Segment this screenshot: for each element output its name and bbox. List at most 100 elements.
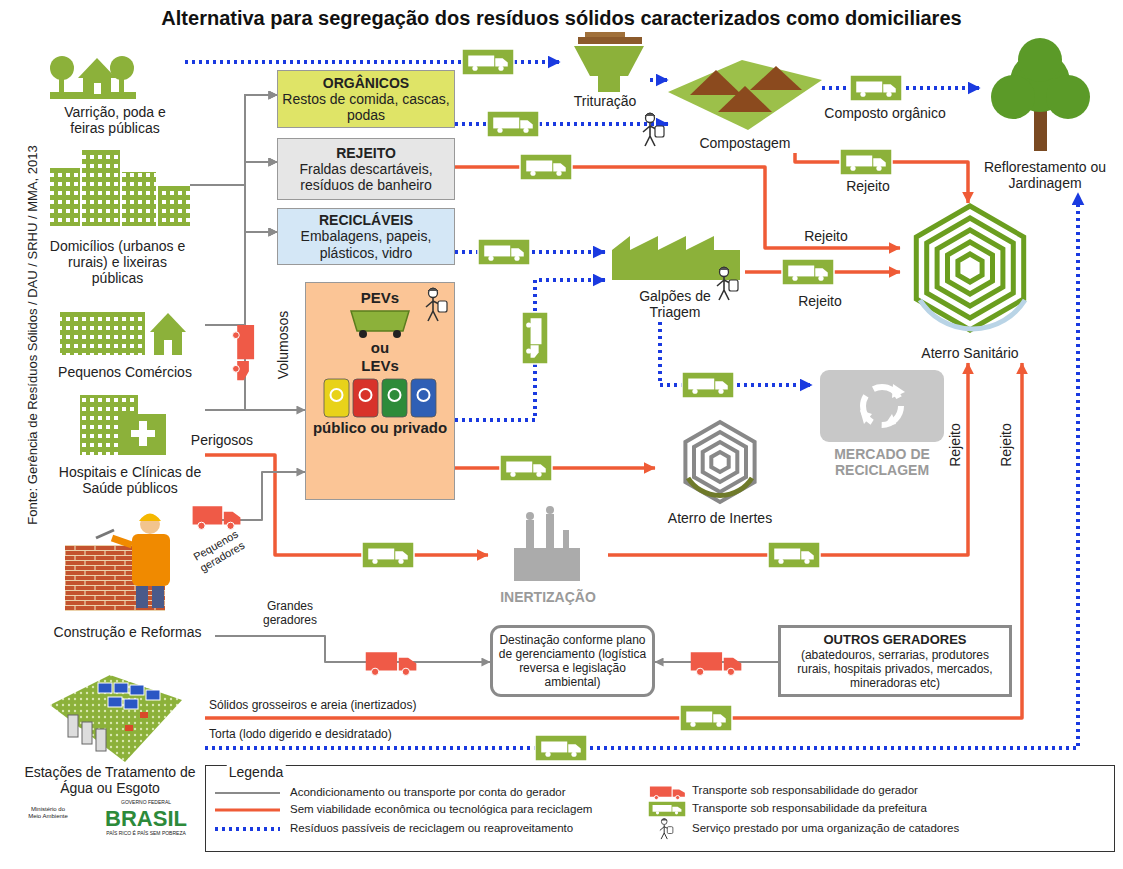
generator-truck	[676, 796, 680, 800]
city-truck	[692, 389, 697, 394]
city-truck	[682, 372, 734, 398]
treatment-plant-icon	[125, 725, 133, 731]
construction-icon	[136, 586, 148, 608]
bins-icon	[418, 389, 430, 401]
generator-truck	[727, 668, 734, 675]
treatment-plant-icon	[114, 683, 128, 693]
city-truck	[487, 111, 539, 137]
city-truck	[545, 752, 550, 757]
construction-icon	[96, 530, 114, 538]
warehouse-icon	[612, 236, 740, 280]
note-label: Legenda	[227, 764, 286, 780]
inertization-icon	[526, 512, 534, 520]
waste-picker-icon	[643, 113, 664, 146]
city-truck	[535, 735, 587, 761]
flow-connector	[205, 162, 277, 410]
city-truck	[362, 542, 414, 568]
legend-frame	[215, 809, 280, 812]
city-truck	[553, 163, 565, 171]
flow-connector	[455, 466, 655, 470]
sweeping-icon	[78, 58, 116, 78]
city-truck	[526, 348, 531, 353]
city-truck	[850, 75, 902, 101]
homes-icon	[122, 172, 156, 226]
city-truck	[690, 722, 695, 727]
construction-icon	[65, 514, 170, 612]
city-truck	[648, 801, 686, 817]
city-truck	[478, 239, 530, 265]
city-truck	[395, 551, 407, 559]
waste-picker-icon	[729, 280, 738, 291]
waste-picker-icon	[661, 819, 667, 825]
box-text: LEVs	[361, 357, 399, 375]
box-heading: RECICLÁVEIS	[282, 212, 450, 228]
city-truck	[568, 744, 580, 752]
city-truck	[362, 542, 414, 568]
city-truck	[850, 166, 855, 171]
generator-truck	[233, 325, 255, 380]
city-truck	[840, 149, 892, 175]
inertization-icon	[546, 514, 554, 548]
tree-icon	[1018, 38, 1062, 82]
landfill-icon	[685, 206, 1025, 502]
city-truck	[788, 266, 814, 277]
process-box: ORGÂNICOSRestos de comida, cascas, podas	[277, 70, 455, 128]
city-truck	[487, 111, 539, 137]
construction-icon	[132, 534, 170, 586]
legend-text: Transporte sob responsabilidade da prefe…	[692, 802, 927, 816]
compost-icon	[668, 60, 822, 130]
hospital-icon	[80, 395, 166, 455]
city-truck	[680, 705, 732, 731]
sweeping-icon	[83, 78, 111, 94]
city-truck	[500, 455, 552, 481]
flow-connector	[455, 280, 605, 420]
city-truck	[526, 161, 552, 172]
edge-label: Sólidos grosseiros e areia (inertizados)	[207, 699, 418, 713]
legend-frame	[206, 766, 1115, 852]
node-label: Domicílios (urbanos e rurais) e lixeiras…	[48, 238, 188, 286]
process-box: REJEITOFraldas descartáveis, resíduos de…	[277, 138, 455, 200]
edge-label: Rejeito	[802, 228, 850, 244]
process-box: RECICLÁVEISEmbalagens, papeis, plásticos…	[277, 208, 455, 265]
container-icon	[349, 307, 411, 339]
container-icon	[393, 330, 401, 338]
city-truck	[506, 462, 532, 473]
flow-connector	[608, 363, 968, 555]
city-truck	[511, 248, 523, 256]
city-truck	[536, 472, 541, 477]
waste-picker-icon	[429, 289, 438, 298]
flow-connector	[190, 95, 277, 185]
city-truck	[500, 455, 552, 481]
labeled-icon: Estações de Tratamento de Água ou Esgoto	[15, 672, 205, 798]
sweeping-icon	[94, 83, 101, 94]
treatment-plant-icon	[146, 690, 160, 700]
city-truck	[520, 120, 532, 128]
labeled-icon: INERTIZAÇÃO	[488, 512, 608, 607]
node-label: Galpões de Triagem	[625, 288, 725, 320]
city-truck	[675, 811, 678, 814]
note-label: GOVERNO FEDERAL	[119, 800, 173, 806]
box-text: Destinação conforme plano de gerenciamen…	[498, 633, 647, 690]
legend-frame	[206, 766, 1115, 852]
waste-picker-icon	[421, 286, 451, 324]
recycling-market-icon	[820, 370, 944, 442]
tree-icon	[991, 75, 1035, 119]
box-text: público ou privado	[313, 419, 447, 437]
warehouse-icon	[612, 236, 740, 280]
shops-icon	[164, 340, 172, 355]
flow-connector	[795, 153, 968, 203]
treatment-plant-icon	[130, 685, 144, 695]
city-truck	[768, 542, 820, 568]
legend-text: Resíduos passíveis de reciclagem ou reap…	[290, 822, 573, 836]
shredder-icon	[574, 46, 644, 76]
note-label: Rejeito	[998, 421, 1014, 469]
city-truck	[782, 259, 834, 285]
node-label: Varrição, poda e feiras públicas	[53, 104, 178, 136]
generator-truck	[691, 652, 742, 675]
construction-icon	[152, 586, 164, 608]
construction-icon	[112, 538, 132, 545]
generator-truck	[193, 506, 241, 529]
city-truck	[535, 735, 587, 761]
node-label: Reflorestamento ou Jardinagem	[982, 159, 1108, 191]
shredder-icon	[585, 32, 625, 37]
